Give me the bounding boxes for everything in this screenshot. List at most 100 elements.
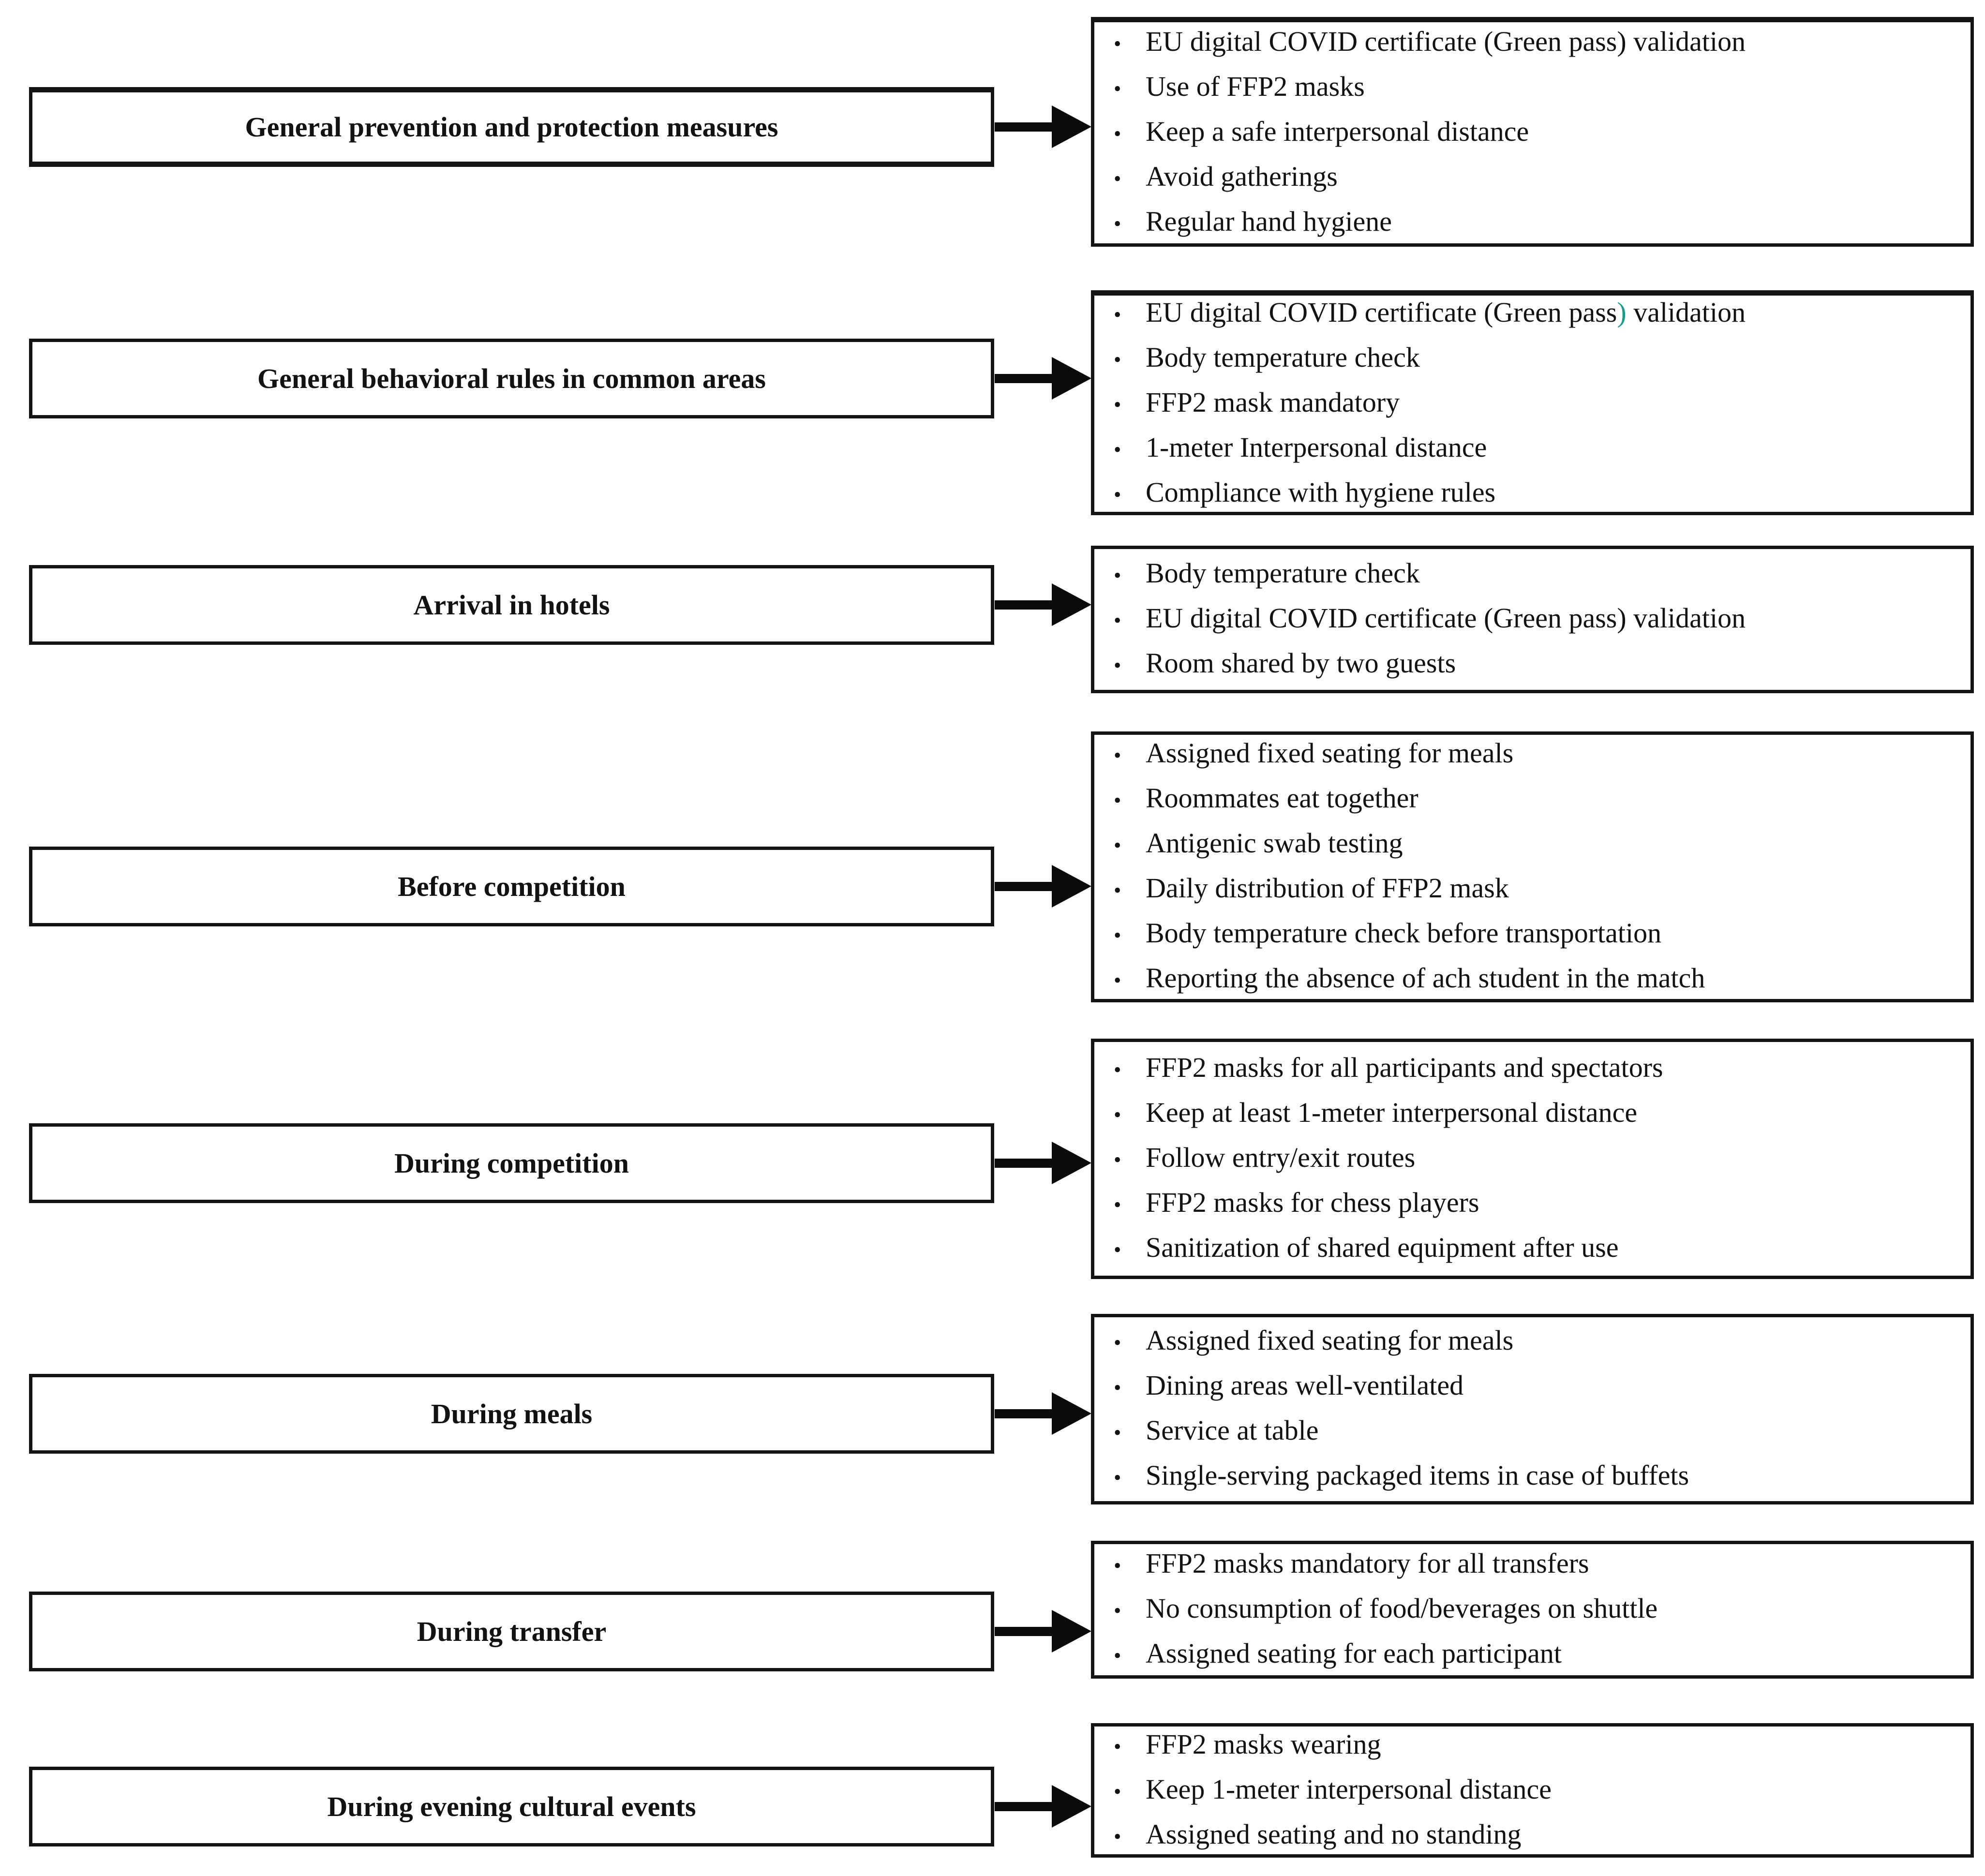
bullet-icon: • [1114, 1599, 1121, 1623]
arrow-shaft [995, 1802, 1052, 1811]
measure-item: •Assigned fixed seating for meals [1109, 735, 1956, 777]
measures-box: •FFP2 masks for all participants and spe… [1091, 1039, 1974, 1279]
measures-box: • EU digital COVID certificate (Green pas… [1091, 290, 1974, 515]
measures-list: •Body temperature check•EU digital COVID… [1094, 552, 1970, 687]
accent-paren: ) [1617, 297, 1627, 328]
arrow-icon [995, 1785, 1091, 1828]
measures-list: •FFP2 masks for all participants and spe… [1094, 1046, 1970, 1271]
bullet-icon: • [1114, 1779, 1121, 1803]
bullet-icon: • [1114, 564, 1121, 587]
arrow-shaft [995, 1158, 1052, 1168]
measure-item: •Dining areas well-ventilated [1109, 1364, 1956, 1409]
bullet-icon: • [1114, 1734, 1121, 1758]
measure-text: Roommates eat together [1146, 782, 1418, 814]
measure-text: EU digital COVID certificate (Green pass… [1146, 296, 1956, 334]
arrow-icon [995, 1141, 1091, 1185]
measures-box: •Assigned fixed seating for meals•Roomma… [1091, 731, 1974, 1002]
measure-text: 1-meter Interpersonal distance [1146, 432, 1487, 463]
measure-text: FFP2 masks for chess players [1146, 1187, 1479, 1218]
measure-item: •Single-serving packaged items in case o… [1109, 1454, 1956, 1499]
bullet-icon: • [1114, 1824, 1121, 1848]
measure-item: •Follow entry/exit routes [1109, 1136, 1956, 1181]
measures-list: •FFP2 masks wearing•Keep 1-meter interpe… [1094, 1727, 1970, 1855]
bullet-icon: • [1114, 923, 1121, 947]
bullet-icon: • [1114, 1331, 1121, 1355]
measure-item: •Assigned seating for each participant [1109, 1632, 1956, 1675]
measures-box: •FFP2 masks mandatory for all transfers•… [1091, 1541, 1974, 1679]
bullet-icon: • [1114, 1421, 1121, 1444]
measure-text: Daily distribution of FFP2 mask [1146, 872, 1509, 904]
measure-item: •Keep at least 1-meter interpersonal dis… [1109, 1091, 1956, 1136]
measure-text: FFP2 masks mandatory for all transfers [1146, 1548, 1589, 1579]
measure-text: Body temperature check before transporta… [1146, 917, 1662, 949]
measures-list: •FFP2 masks mandatory for all transfers•… [1094, 1544, 1970, 1675]
measure-item: •Compliance with hygiene rules [1109, 471, 1956, 512]
arrow-shaft [995, 1409, 1052, 1418]
measure-text: No consumption of food/beverages on shut… [1146, 1593, 1658, 1624]
measure-text: Avoid gatherings [1146, 161, 1338, 192]
measure-text: Sanitization of shared equipment after u… [1146, 1232, 1619, 1263]
measure-text: Compliance with hygiene rules [1146, 476, 1496, 508]
measure-text: Antigenic swab testing [1146, 827, 1403, 859]
arrow-head [1052, 1142, 1091, 1184]
arrow-head [1052, 357, 1091, 400]
bullet-icon: • [1114, 654, 1121, 677]
measure-item: •FFP2 masks mandatory for all transfers [1109, 1544, 1956, 1587]
measure-item: • Sanitization of shared equipment after … [1109, 1226, 1956, 1271]
measures-box: • EU digital COVID certificate (Green pas… [1091, 17, 1974, 247]
bullet-icon: • [1114, 834, 1121, 857]
measure-item: • Body temperature check [1109, 552, 1956, 597]
measure-text: Keep a safe interpersonal distance [1146, 116, 1529, 147]
bullet-icon: • [1114, 1466, 1121, 1489]
measures-list: • Assigned fixed seating for meals •Dining… [1094, 1319, 1970, 1499]
measure-item: •Keep 1-meter interpersonal distance [1109, 1768, 1956, 1813]
measure-item: •Avoid gatherings [1109, 155, 1956, 200]
measure-text: Assigned fixed seating for meals [1146, 1325, 1514, 1356]
measure-item: • FFP2 masks for chess players [1109, 1181, 1956, 1226]
bullet-icon: • [1114, 968, 1121, 992]
measure-item: •Reporting the absence of ach student in… [1109, 957, 1956, 999]
measure-item: •Roommates eat together [1109, 777, 1956, 822]
bullet-icon: • [1114, 1376, 1121, 1400]
measure-text: Body temperature check [1146, 342, 1420, 373]
bullet-icon: • [1114, 212, 1121, 236]
measure-text: FFP2 mask mandatory [1146, 387, 1400, 418]
measure-text: Regular hand hygiene [1146, 206, 1392, 237]
stage-box: During transfer [29, 1592, 994, 1671]
stage-label: Arrival in hotels [413, 589, 610, 621]
arrow-shaft [995, 600, 1052, 610]
stage-box: General behavioral rules in common areas [29, 339, 994, 418]
measure-item: •FFP2 masks for all participants and spe… [1109, 1046, 1956, 1091]
measure-item: • No consumption of food/beverages on shu… [1109, 1587, 1956, 1632]
bullet-icon: • [1114, 32, 1121, 56]
bullet-icon: • [1114, 878, 1121, 902]
measures-list: • EU digital COVID certificate (Green pas… [1094, 22, 1970, 243]
measure-text: Use of FFP2 masks [1146, 71, 1365, 102]
bullet-icon: • [1114, 122, 1121, 146]
measure-item: • EU digital COVID certificate (Green pas… [1109, 296, 1956, 336]
measure-text: Body temperature check [1146, 557, 1420, 589]
measure-text: Follow entry/exit routes [1146, 1142, 1416, 1173]
bullet-icon: • [1114, 303, 1121, 327]
measure-item: • Regular hand hygiene [1109, 200, 1956, 243]
bullet-icon: • [1114, 1644, 1121, 1668]
arrow-shaft [995, 122, 1052, 132]
measures-box: •Body temperature check•EU digital COVID… [1091, 546, 1974, 693]
arrow-head [1052, 583, 1091, 626]
measure-text: EU digital COVID certificate (Green pass… [1146, 26, 1746, 57]
arrow-icon [995, 105, 1091, 149]
stage-label: During transfer [417, 1615, 607, 1647]
bullet-icon: • [1114, 438, 1121, 462]
measure-text: Service at table [1146, 1414, 1319, 1446]
stage-label: During evening cultural events [327, 1790, 696, 1822]
measure-item: •Assigned seating and no standing [1109, 1813, 1956, 1855]
stage-box: During meals [29, 1374, 994, 1454]
measure-item: •Body temperature check [1109, 336, 1956, 381]
bullet-icon: • [1114, 1193, 1121, 1217]
bullet-icon: • [1114, 1238, 1121, 1262]
